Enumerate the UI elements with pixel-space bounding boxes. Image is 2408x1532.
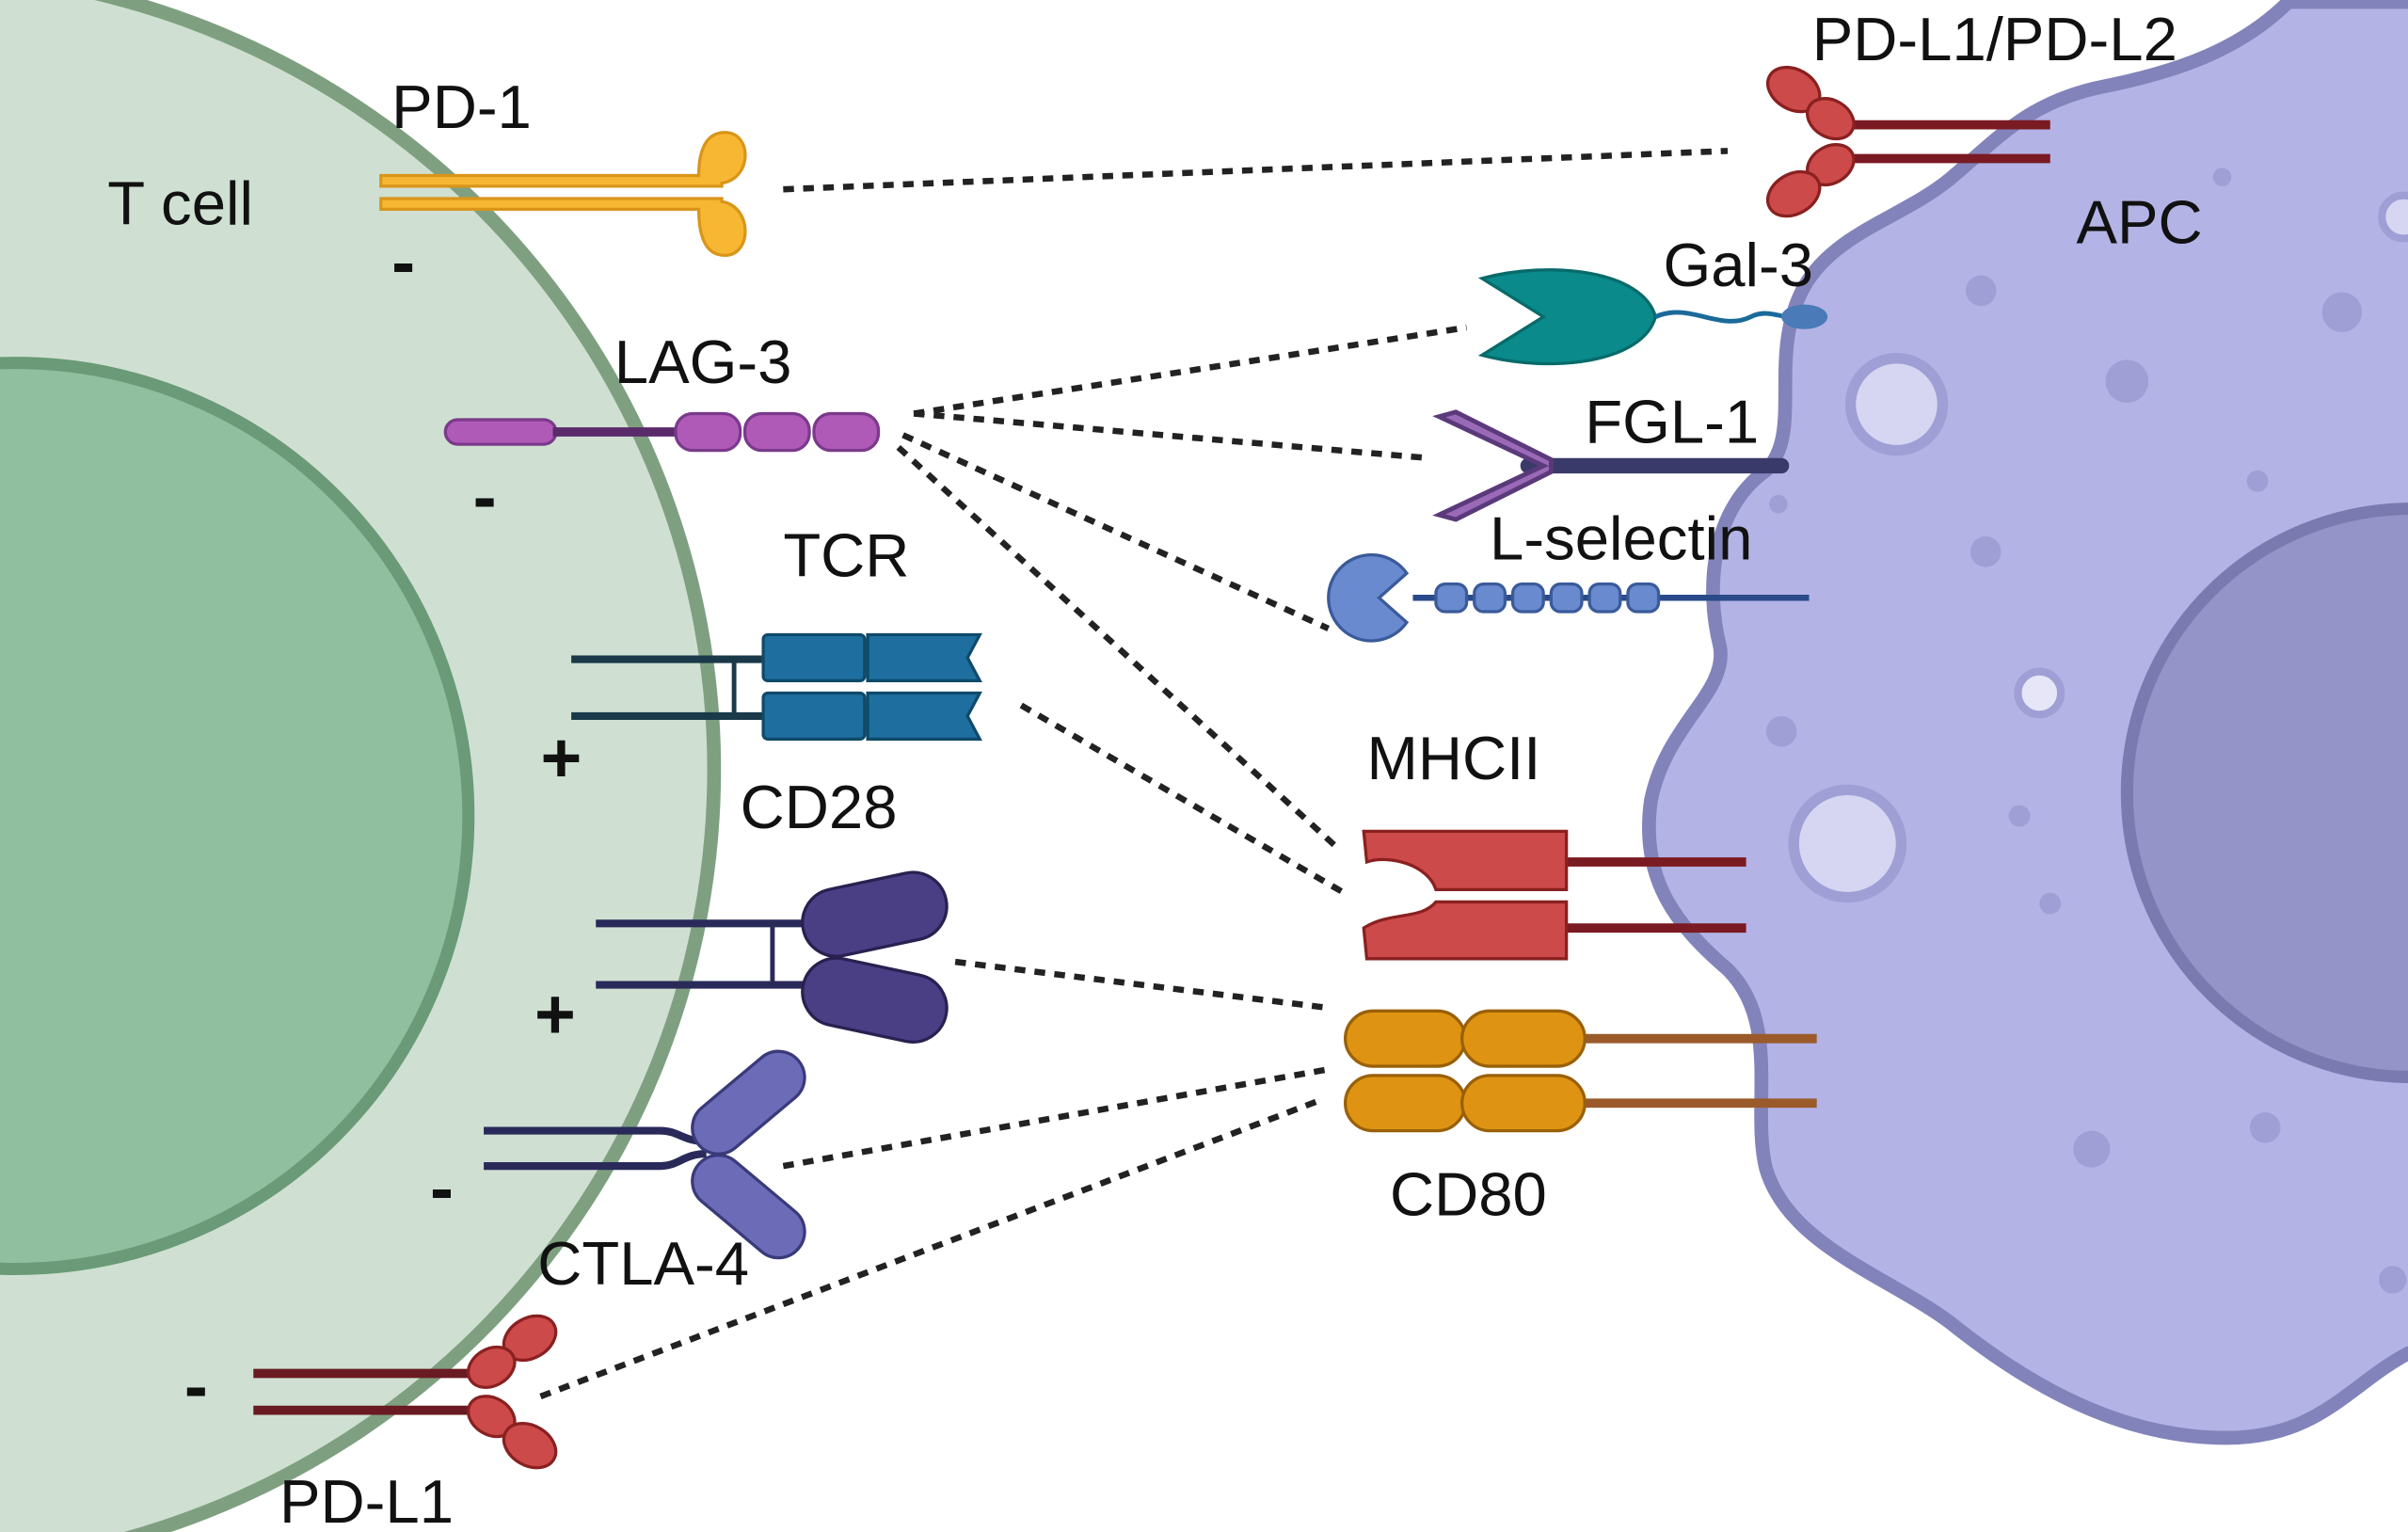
cd28-receptor — [596, 870, 949, 1044]
gal3-label: Gal-3 — [1663, 231, 1813, 299]
fgl1-ligand — [1432, 409, 1790, 522]
ctla4-inhibitory-sign: - — [430, 1148, 454, 1227]
pdl1-pdl2-ligand — [1765, 65, 2050, 218]
tcr-receptor — [571, 632, 982, 742]
cd28-stimulatory-sign: + — [534, 975, 576, 1054]
fgl1-label: FGL-1 — [1585, 387, 1759, 455]
apc-cell — [1641, 0, 2408, 1445]
gal3-ligand — [1477, 268, 1828, 366]
mhcii-ligand — [1362, 829, 1746, 961]
pdl1-pdl2-label: PD-L1/PD-L2 — [1812, 5, 2177, 73]
pdl1-label: PD-L1 — [279, 1467, 454, 1532]
mhcii-label: MHCII — [1366, 724, 1540, 792]
lag3-receptor — [443, 411, 881, 453]
pd1-inhibitory-sign: - — [391, 222, 415, 301]
lag3-inhibitory-sign: - — [473, 457, 497, 536]
lselectin-label: L-selectin — [1490, 503, 1752, 572]
pd1-receptor — [379, 131, 747, 257]
tcr-stimulatory-sign: + — [540, 718, 582, 797]
t-cell — [0, 0, 721, 1532]
interaction-lines — [539, 148, 1729, 1399]
apc-label: APC — [2076, 187, 2202, 256]
cd80-label: CD80 — [1390, 1159, 1547, 1228]
lag3-label: LAG-3 — [614, 327, 792, 396]
pdl1-inhibitory-sign: - — [184, 1347, 208, 1426]
ctla4-label: CTLA-4 — [537, 1229, 749, 1298]
apc-nucleus — [2120, 503, 2408, 1083]
line-ctla4-cd80 — [782, 1066, 1330, 1170]
tcr-label: TCR — [783, 520, 909, 589]
t-cell-nucleus — [0, 357, 475, 1275]
line-tcr-mhcii — [1019, 702, 1346, 896]
lselectin-ligand — [1327, 552, 1810, 643]
pdl1-ligand — [253, 1314, 558, 1470]
ctla4-receptor — [484, 1049, 806, 1260]
line-lag3-fgl1 — [913, 410, 1429, 462]
line-lag3-gal3 — [913, 324, 1468, 417]
cd80-ligand — [1344, 1009, 1817, 1133]
pd1-label: PD-1 — [391, 72, 532, 141]
line-lag3-lselectin — [901, 432, 1331, 631]
apc-vesicles — [1765, 168, 2408, 1294]
line-cd28-cd80 — [954, 958, 1330, 1012]
t-cell-label: T cell — [107, 169, 253, 238]
line-pd1-pdl1 — [783, 148, 1729, 193]
cd28-label: CD28 — [741, 773, 898, 841]
